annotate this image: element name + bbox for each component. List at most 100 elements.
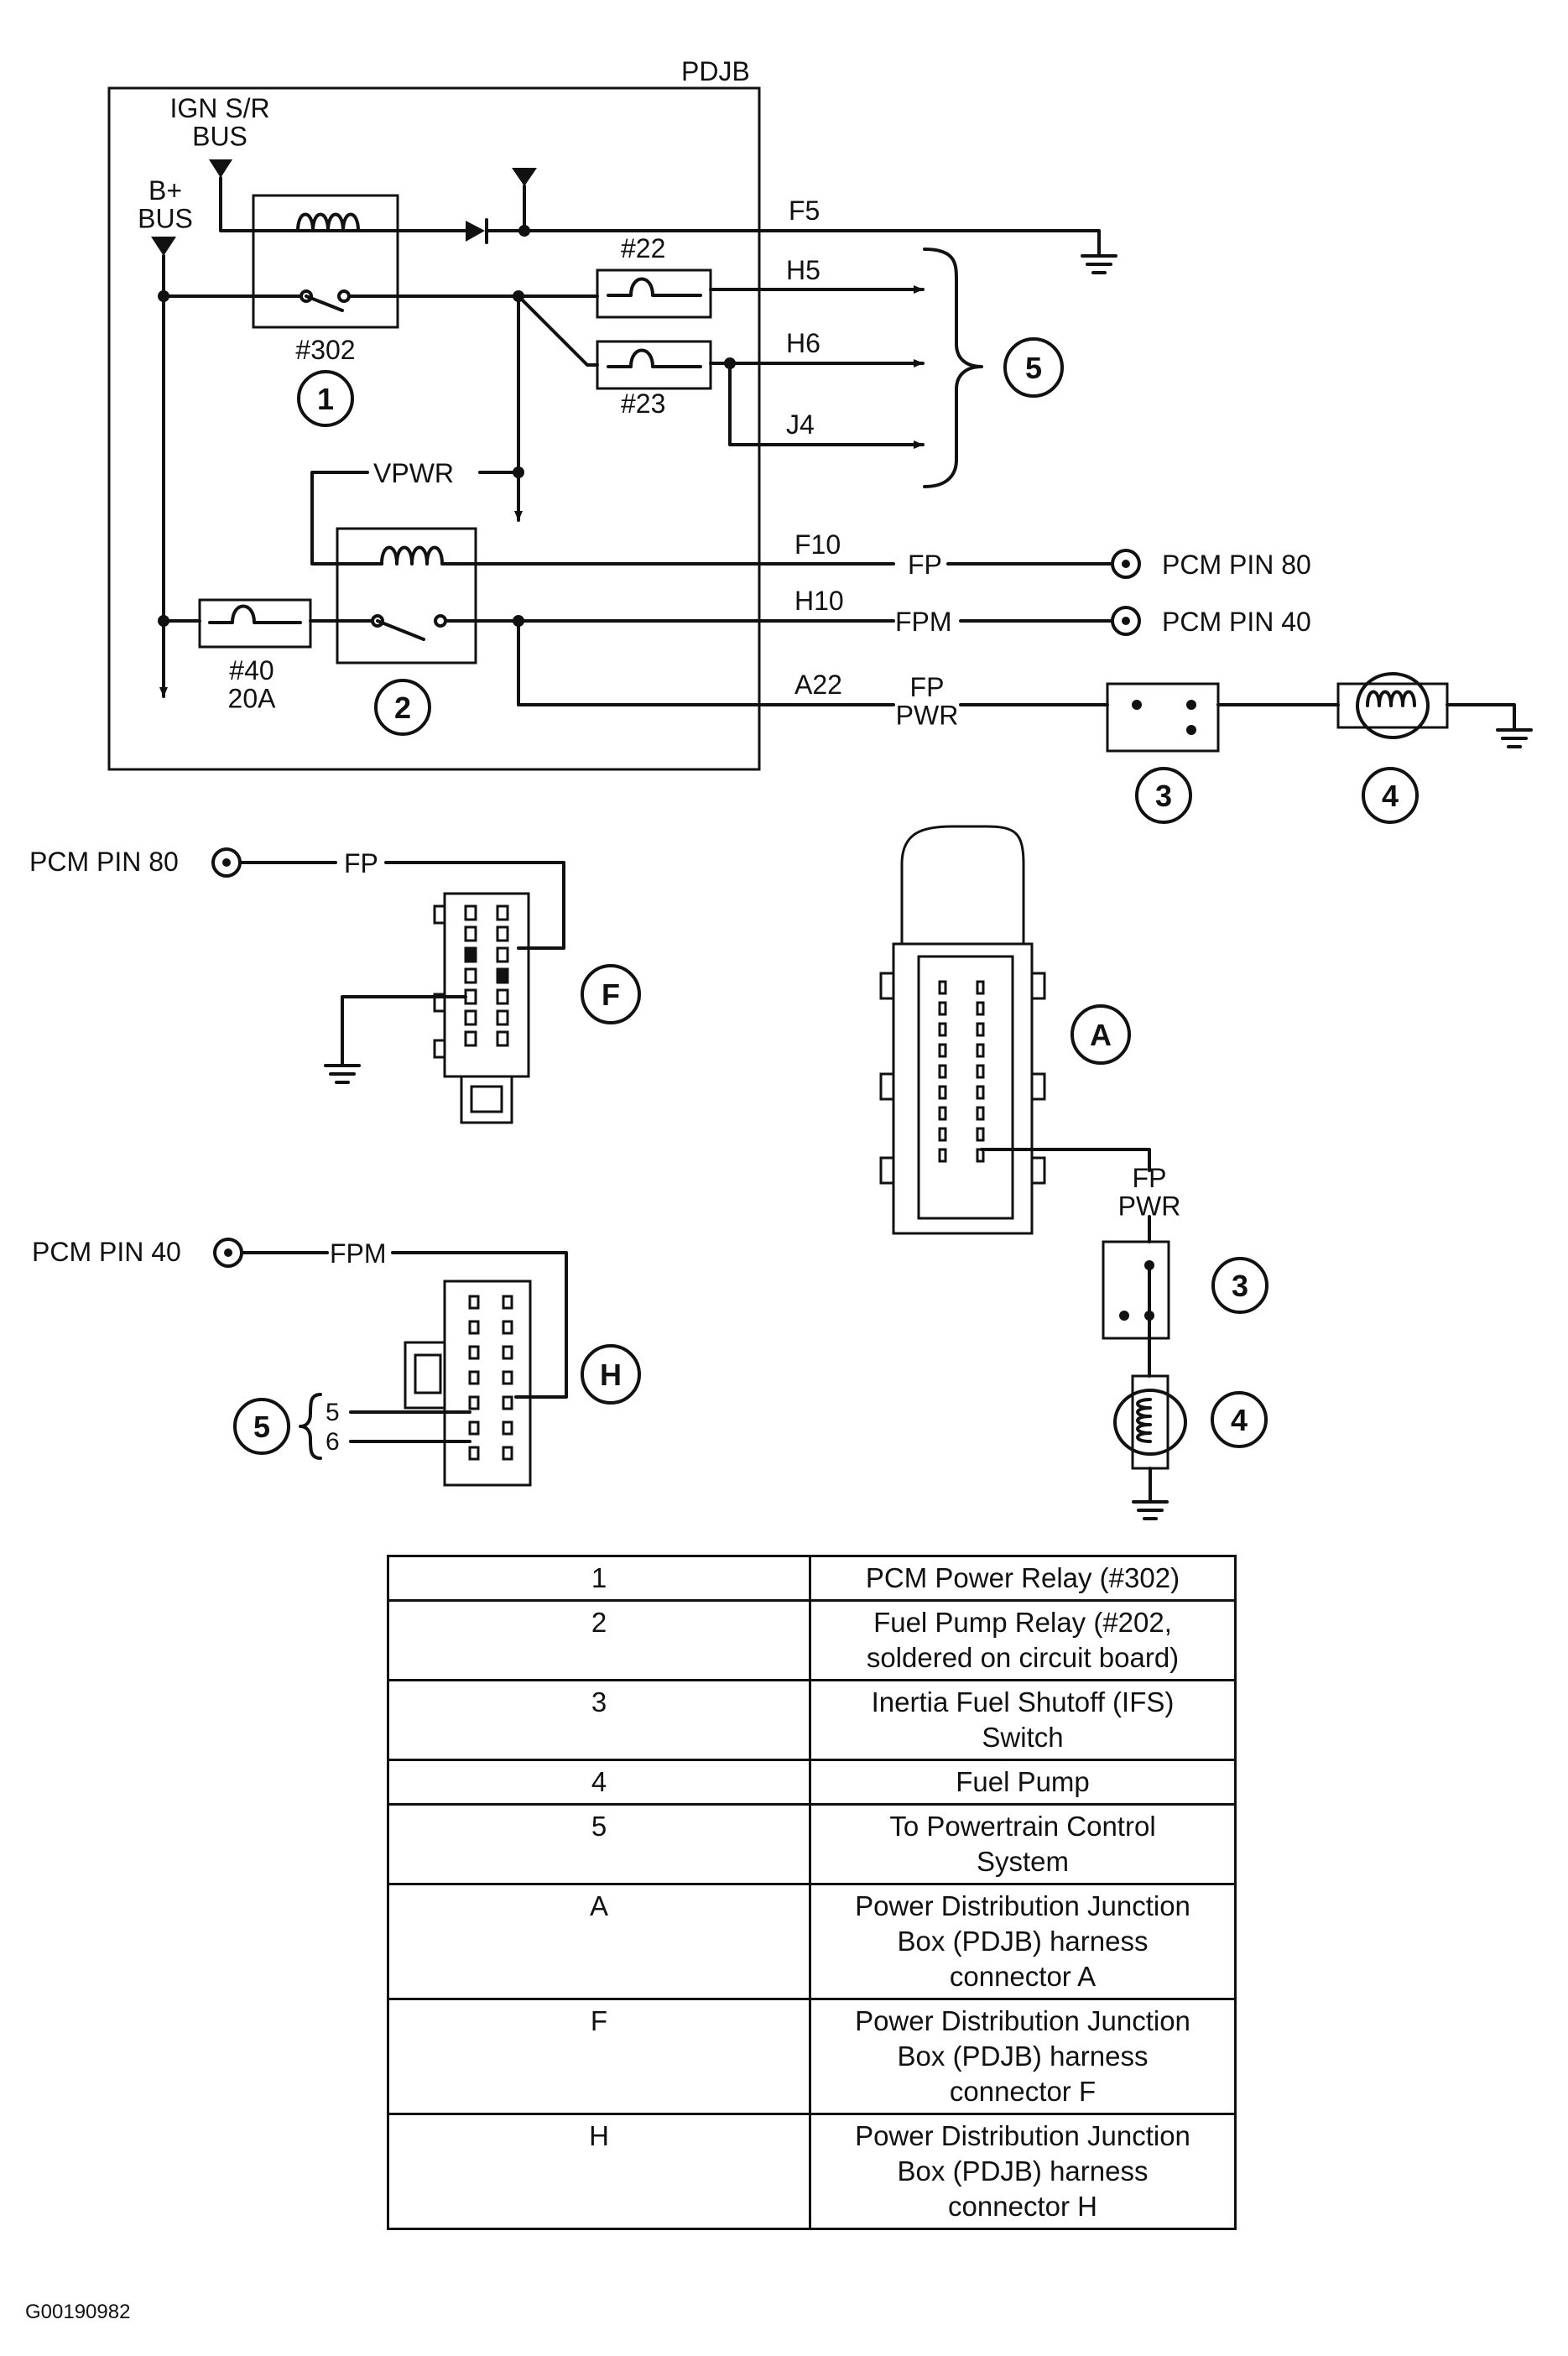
b-bus-triangle [151, 237, 176, 256]
legend-key: 5 [387, 1803, 811, 1885]
legend-key: F [387, 1998, 811, 2115]
legend-description: PCM Power Relay (#302) [809, 1555, 1237, 1602]
connector-h-body [443, 1280, 532, 1487]
circuit-h6: H6 [786, 328, 820, 358]
circuit-a22: A22 [794, 670, 842, 700]
relay-302 [252, 194, 399, 329]
connector-f-view: PCM PIN 80 FP F [29, 847, 641, 1124]
connector-f-signal: FP [344, 848, 378, 878]
circuit-f5: F5 [789, 195, 820, 226]
connector-f-body [443, 892, 530, 1078]
callout-4-text: 4 [1382, 779, 1399, 813]
fuse-40 [198, 598, 312, 649]
circuit-j4: J4 [786, 409, 815, 440]
connector-a-body [892, 942, 1034, 1235]
figure-id: G00190982 [25, 2301, 131, 2323]
connector-a-ifs-switch [1102, 1240, 1170, 1340]
connector-f-callout [581, 964, 641, 1024]
fuse-23-label: #23 [621, 388, 665, 419]
signal-fp: FP [908, 550, 942, 580]
f5-tap-triangle [512, 168, 537, 186]
callout-3-text: 3 [1155, 779, 1172, 813]
pcm-pin-80-label: PCM PIN 80 [1162, 550, 1311, 580]
pdjb-label: PDJB [681, 56, 750, 86]
callout-2 [374, 679, 431, 736]
callout-5-text: 5 [1025, 351, 1042, 385]
ground-icon [1081, 254, 1117, 274]
coil-icon [296, 212, 360, 232]
connector-a-callout-3-text: 3 [1232, 1269, 1248, 1303]
connector-a-callout [1071, 1004, 1131, 1065]
legend-description: Inertia Fuel Shutoff (IFS)Switch [809, 1679, 1237, 1761]
connector-h-pin-label: PCM PIN 40 [32, 1237, 181, 1267]
connector-f-pin-label: PCM PIN 80 [29, 847, 179, 877]
b-plus-bus-label: B+BUS [138, 175, 193, 234]
vpwr-label: VPWR [373, 458, 454, 488]
connector-f-callout-text: F [602, 977, 620, 1012]
ign-bus-triangle [209, 159, 232, 178]
legend-description: Fuel Pump [809, 1759, 1237, 1806]
connector-a-fuel-pump [1113, 1389, 1187, 1456]
connector-a-callout-3 [1211, 1257, 1268, 1314]
callout-2-text: 2 [394, 691, 411, 725]
brace-5 [923, 248, 983, 488]
ifs-switch [1106, 682, 1220, 753]
callout-1 [297, 370, 354, 427]
pdjb-box [107, 86, 761, 771]
pcm-pin-40-terminal [1111, 606, 1141, 636]
coil-icon [1366, 690, 1416, 707]
legend-key: 1 [387, 1555, 811, 1602]
connector-h-view: PCM PIN 40 FPM 5 6 5 H [32, 1237, 641, 1487]
relay-302-label: #302 [295, 335, 355, 365]
circuit-h5: H5 [786, 255, 820, 285]
connector-a-callout-text: A [1090, 1018, 1112, 1052]
coil-icon [1136, 1398, 1152, 1443]
connector-h-callout-text: H [600, 1358, 622, 1392]
connector-a-callout-4-text: 4 [1231, 1403, 1248, 1437]
ground-icon [324, 1064, 361, 1084]
ground-icon [1132, 1500, 1169, 1520]
connector-h-pin-5: 5 [326, 1399, 340, 1426]
legend-key: 3 [387, 1679, 811, 1761]
signal-fpm: FPM [895, 607, 952, 637]
fuse-22 [596, 268, 712, 319]
legend-key: 2 [387, 1599, 811, 1681]
pcm-pin-80-terminal [1111, 549, 1141, 579]
legend-description: Fuel Pump Relay (#202,soldered on circui… [809, 1599, 1237, 1681]
relay-202 [336, 527, 477, 665]
connector-h-callout-5 [233, 1398, 290, 1455]
pcm-pin-40-label: PCM PIN 40 [1162, 607, 1311, 637]
callout-5 [1003, 337, 1064, 398]
ground-icon [1496, 728, 1533, 748]
callout-4 [1362, 767, 1419, 824]
connector-h-callout-5-text: 5 [253, 1410, 270, 1444]
callout-3 [1135, 767, 1192, 824]
legend-key: 4 [387, 1759, 811, 1806]
connector-h-signal: FPM [330, 1238, 387, 1269]
connector-a-callout-4 [1211, 1391, 1268, 1448]
coil-icon [380, 545, 477, 566]
callout-1-text: 1 [317, 382, 334, 416]
connector-h-callout [581, 1344, 641, 1405]
fuse-22-label: #22 [621, 233, 665, 263]
circuit-h10: H10 [794, 586, 844, 616]
